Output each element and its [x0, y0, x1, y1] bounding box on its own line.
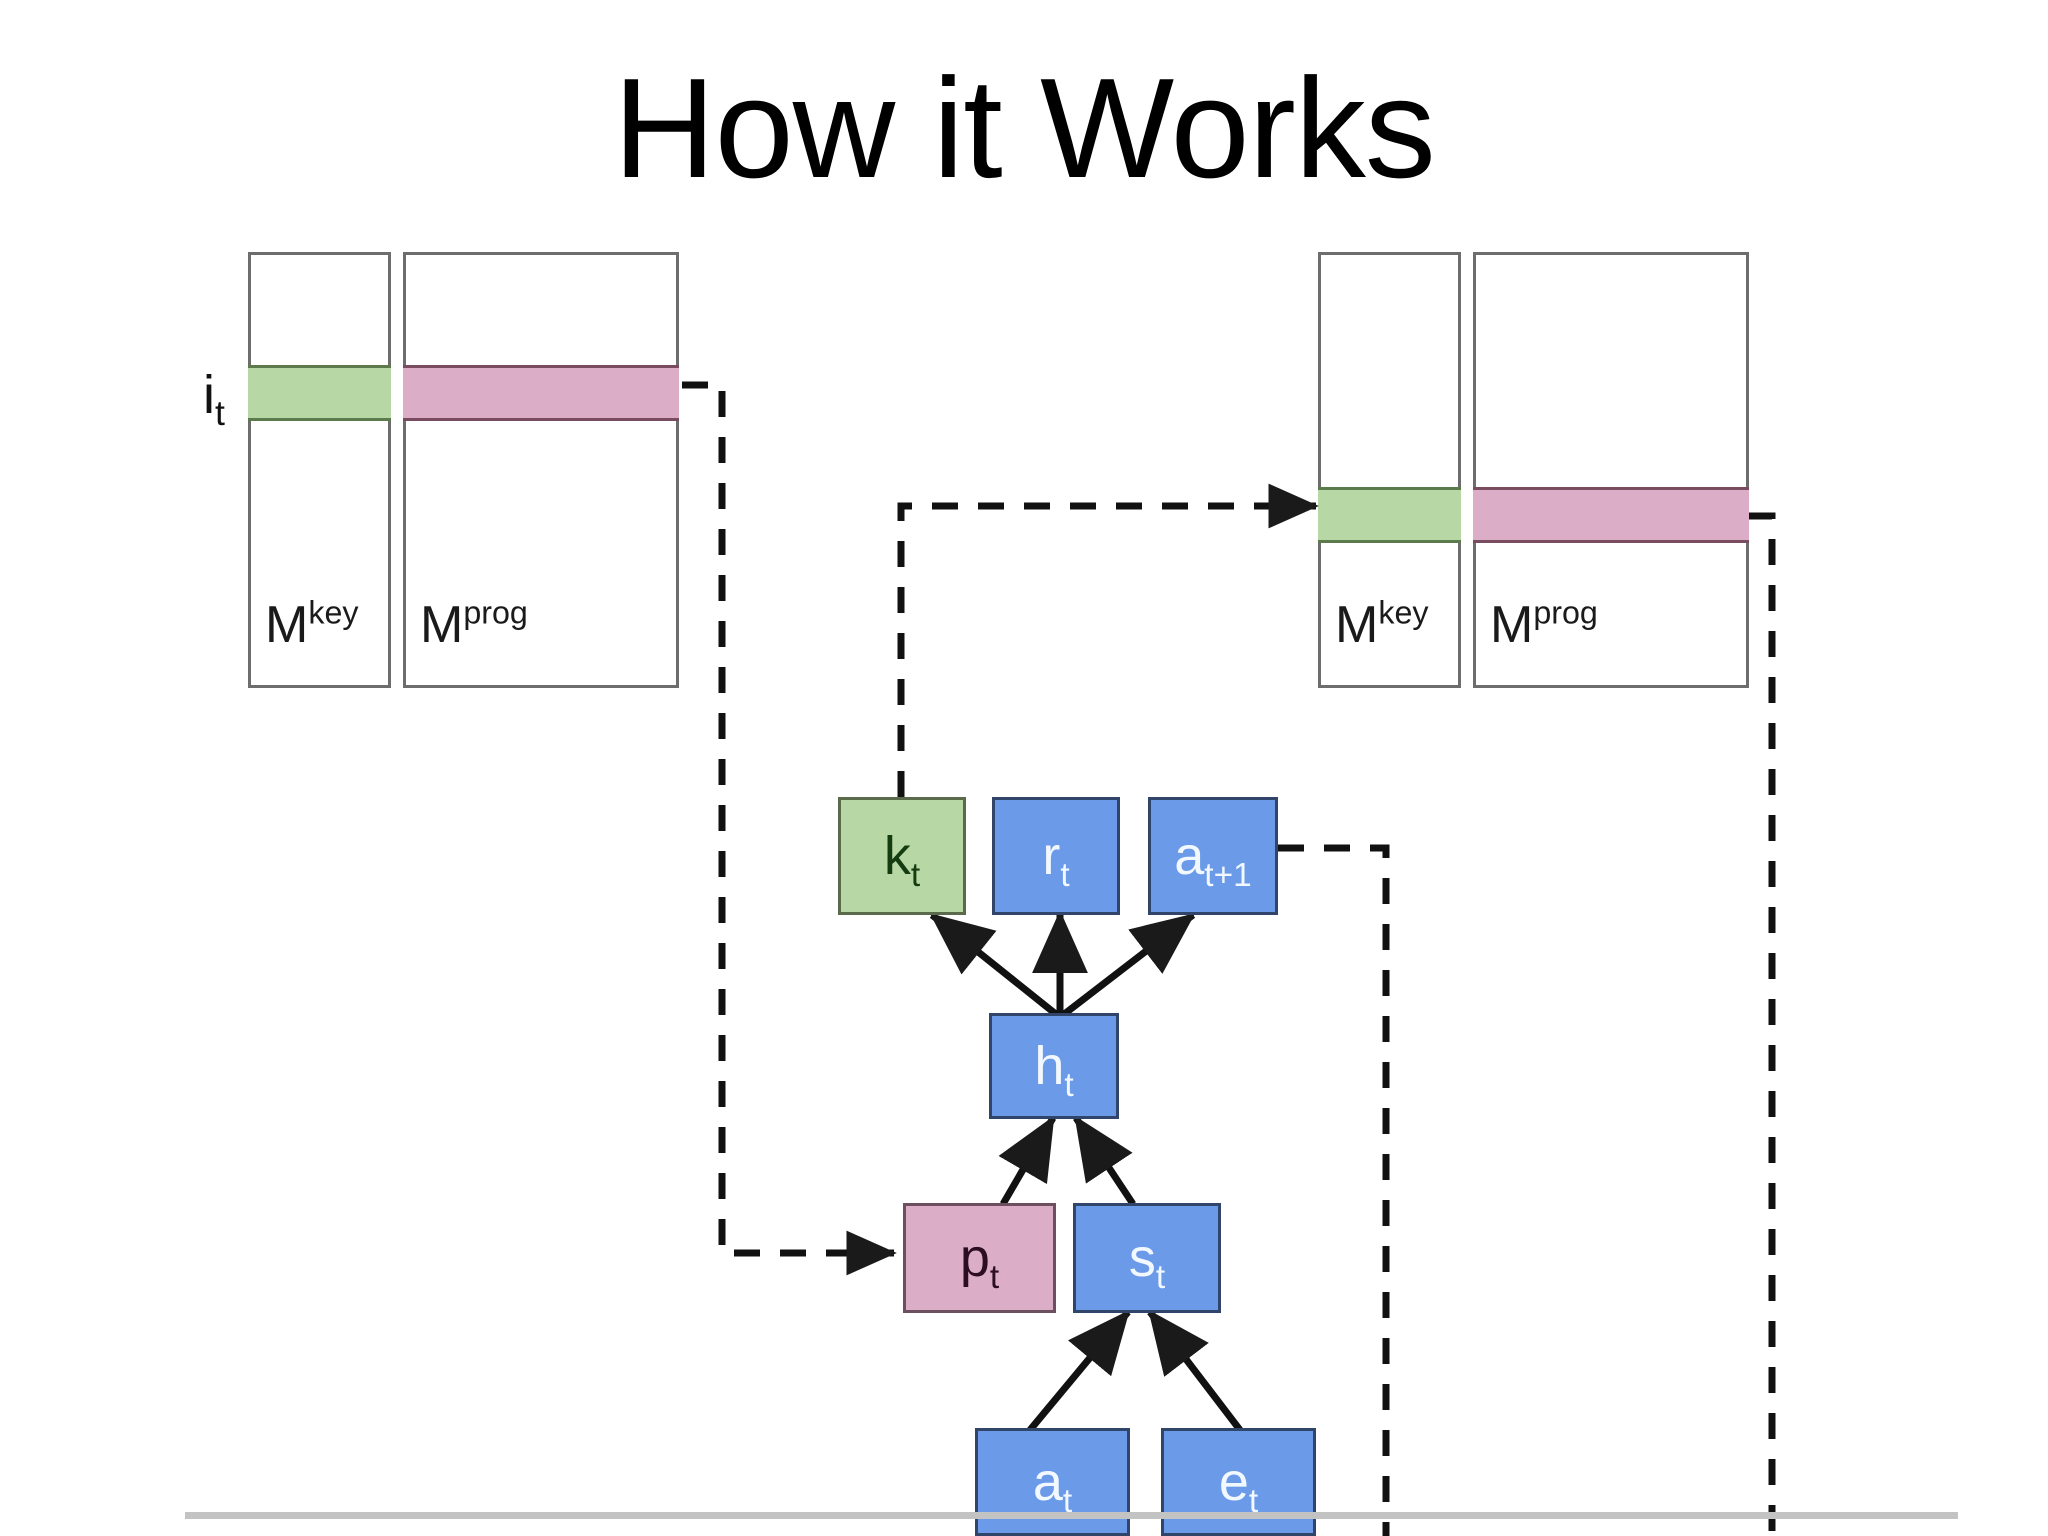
memory-right-key-label-base: M	[1335, 596, 1379, 654]
dashed-edge-k-to-right-key	[897, 483, 1319, 797]
node-p[interactable]: pt	[903, 1203, 1056, 1313]
node-s-label: st	[1128, 1228, 1166, 1296]
node-s[interactable]: st	[1073, 1203, 1221, 1313]
memory-left-prog-column: Mprog	[403, 252, 679, 688]
memory-right-prog-column: Mprog	[1473, 252, 1749, 688]
memory-left-prog-label-sup: prog	[463, 594, 528, 631]
memory-right-key-column: Mkey	[1318, 252, 1461, 688]
index-label-subscript: t	[215, 392, 225, 433]
memory-right-key-band	[1318, 487, 1461, 543]
edge-a-to-s	[1027, 1309, 1131, 1433]
node-r-label: rt	[1042, 826, 1070, 894]
memory-left-key-label-base: M	[265, 596, 309, 654]
memory-right-prog-label-sup: prog	[1533, 594, 1598, 631]
node-a-next-label: at+1	[1174, 826, 1252, 894]
node-r[interactable]: rt	[992, 797, 1120, 915]
memory-left-prog-band	[403, 365, 679, 421]
node-k[interactable]: kt	[838, 797, 966, 915]
node-h[interactable]: ht	[989, 1013, 1119, 1119]
memory-right-key-label-sup: key	[1378, 594, 1429, 631]
edge-e-to-s	[1147, 1309, 1243, 1433]
node-a-next[interactable]: at+1	[1148, 797, 1278, 915]
edge-h-to-k	[929, 912, 1060, 1018]
node-a-label: at	[1032, 1452, 1073, 1520]
dashed-edge-right-prog-to-next-step	[1749, 512, 1776, 1536]
edge-p-to-h	[998, 1115, 1057, 1206]
memory-left-prog-label-base: M	[420, 596, 464, 654]
index-label-base: i	[203, 365, 215, 425]
node-k-label: kt	[883, 826, 921, 894]
node-e-label: et	[1218, 1452, 1259, 1520]
memory-left-prog-label: Mprog	[420, 596, 528, 654]
node-e[interactable]: et	[1161, 1428, 1316, 1536]
edge-s-to-h	[1073, 1115, 1136, 1206]
memory-left-key-band	[248, 365, 391, 421]
memory-left-key-label-sup: key	[308, 594, 359, 631]
memory-left-key-column: Mkey	[248, 252, 391, 688]
page-title: How it Works	[613, 49, 1436, 208]
node-p-label: pt	[959, 1228, 1000, 1296]
memory-right-prog-label-base: M	[1490, 596, 1534, 654]
memory-right-prog-label: Mprog	[1490, 596, 1598, 654]
slide-baseline-rule	[185, 1512, 1958, 1519]
memory-right-key-label: Mkey	[1335, 596, 1429, 654]
index-label-it: it	[203, 365, 225, 431]
node-a[interactable]: at	[975, 1428, 1130, 1536]
edge-h-to-a1	[1060, 912, 1196, 1018]
memory-left-key-label: Mkey	[265, 596, 359, 654]
node-h-label: ht	[1034, 1036, 1074, 1104]
memory-right-prog-band	[1473, 487, 1749, 543]
